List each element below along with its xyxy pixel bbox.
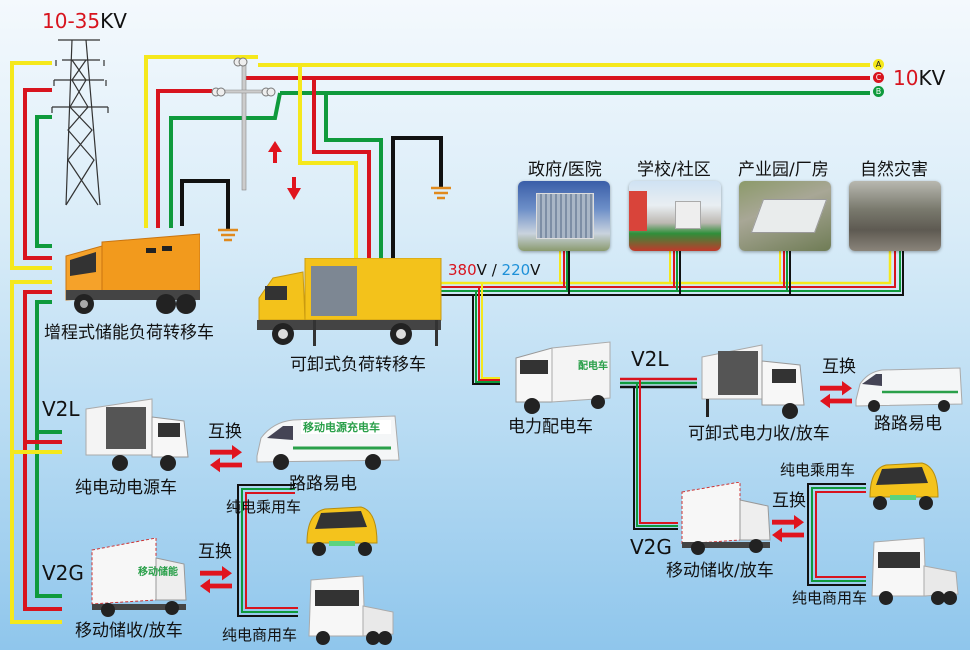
ground-icon <box>218 228 238 242</box>
lv-bus-n <box>438 250 904 296</box>
phase-c-badge: C <box>873 72 884 83</box>
storage-badge: 移动储能 <box>138 567 178 578</box>
commercial-ev-right-label: 纯电商用车 <box>792 589 868 607</box>
hv-voltage-label: 10-35KV <box>42 9 127 33</box>
range-extended-truck-label: 增程式储能负荷转移车 <box>44 323 214 343</box>
up-arrow-icon <box>268 141 282 163</box>
van-icon <box>855 367 963 412</box>
mobile-storage-left-label: 移动储收/放车 <box>75 621 183 641</box>
detachable-charge-truck-label: 可卸式电力收/放车 <box>688 424 830 444</box>
van-icon <box>256 415 400 470</box>
distribution-truck-icon <box>515 341 611 414</box>
left-feed-b <box>35 300 62 598</box>
passenger-ev-left-label: 纯电乘用车 <box>226 498 302 516</box>
detachable-load-transfer-truck <box>253 257 443 350</box>
yellow-truck-icon <box>257 257 442 346</box>
van-banner-text: 移动电源充电车 <box>303 421 380 434</box>
white-power-truck-icon <box>85 398 189 471</box>
van-left-label: 路路易电 <box>289 474 357 494</box>
drop-wire-c <box>312 78 371 262</box>
passenger-ev-left <box>303 503 381 559</box>
distribution-truck-label: 电力配电车 <box>508 417 593 437</box>
commercial-ev-right <box>868 534 960 606</box>
storage-truck-icon <box>681 481 771 555</box>
mobile-storage-truck-left: 移动储能 <box>88 537 190 620</box>
phase-b-badge: B <box>873 86 884 97</box>
mv-voltage-label: 10KV <box>893 66 946 90</box>
dist-feed-a <box>481 283 500 379</box>
commercial-ev-left-label: 纯电商用车 <box>222 626 298 644</box>
passenger-ev-right-label: 纯电乘用车 <box>780 461 856 479</box>
mobile-storage-right-label: 移动储收/放车 <box>666 561 774 581</box>
orange-truck-icon <box>65 233 201 314</box>
electric-power-truck-label: 纯电动电源车 <box>75 478 177 498</box>
pole-wire-c <box>156 89 212 228</box>
pole-wire-b <box>169 92 282 228</box>
exchange-label-1: 互换 <box>208 422 242 442</box>
v2g-right-c <box>639 379 678 524</box>
v2g-right-b <box>636 383 678 527</box>
natural-disaster-photo <box>849 181 941 251</box>
lv-voltage-label: 380V / 220V <box>448 261 541 279</box>
truck1-neutral <box>180 179 230 230</box>
white-tractor-icon <box>871 537 959 605</box>
drop-wire-b <box>324 93 383 262</box>
ground-icon <box>431 186 451 200</box>
electric-power-truck <box>82 397 192 473</box>
exchange-arrows-icon <box>210 445 242 473</box>
exchange-label-2: 互换 <box>198 542 232 562</box>
mobile-charging-van-right <box>852 364 964 414</box>
power-distribution-truck: 配电车 <box>512 340 612 416</box>
lv-bus-b <box>438 250 901 292</box>
v2g-left-label: V2G <box>42 561 84 585</box>
mobile-storage-truck-right <box>678 481 774 558</box>
industrial-park-photo <box>739 181 831 251</box>
load-label-disaster: 自然灾害 <box>860 160 928 180</box>
tower-wire-b <box>35 115 52 248</box>
range-extended-storage-truck <box>62 228 201 318</box>
load-label-government: 政府/医院 <box>528 160 602 180</box>
dist-feed-b <box>475 291 500 383</box>
load-label-industrial: 产业园/厂房 <box>738 160 829 180</box>
lv-bus-a <box>438 250 892 285</box>
mobile-charging-van-left: 移动电源充电车 <box>253 412 401 472</box>
exchange-arrows-icon <box>772 515 804 543</box>
v2g-right-label: V2G <box>630 535 672 559</box>
yellow-mini-car-icon <box>869 462 939 510</box>
tower-wire-c <box>23 88 52 260</box>
white-power-truck-icon <box>701 344 805 419</box>
commercial-ev-left <box>305 572 395 646</box>
utility-pole-icon <box>211 57 276 191</box>
detachable-charge-discharge-truck <box>698 343 808 423</box>
phase-a-badge: A <box>873 59 884 70</box>
v2g-right-n <box>633 387 678 530</box>
passenger-ev-right <box>866 459 942 513</box>
v2l-right-label: V2L <box>631 347 669 371</box>
government-hospital-photo <box>518 181 610 251</box>
yellow-mini-car-icon <box>306 506 378 556</box>
exchange-label-4: 互换 <box>772 491 806 511</box>
detachable-truck-label: 可卸式负荷转移车 <box>290 355 426 375</box>
exchange-arrows-icon <box>820 381 852 409</box>
lv-bus-c <box>438 250 896 288</box>
distribution-badge: 配电车 <box>578 361 608 372</box>
v2l-left-label: V2L <box>42 397 80 421</box>
truck2-neutral <box>391 136 443 262</box>
pole-wire-a <box>144 55 258 228</box>
school-community-photo <box>629 181 721 251</box>
white-tractor-icon <box>308 575 394 645</box>
transmission-tower-icon <box>51 39 109 206</box>
exchange-label-3: 互换 <box>822 357 856 377</box>
down-arrow-icon <box>287 177 301 200</box>
storage-truck-icon <box>91 537 187 617</box>
dist-feed-n <box>472 295 500 385</box>
load-label-school: 学校/社区 <box>637 160 711 180</box>
drop-wire-a <box>298 65 358 262</box>
exchange-arrows-icon <box>200 566 232 594</box>
van-right-label: 路路易电 <box>874 414 942 434</box>
tower-wire-a <box>10 61 52 270</box>
dist-feed-c <box>478 287 500 381</box>
